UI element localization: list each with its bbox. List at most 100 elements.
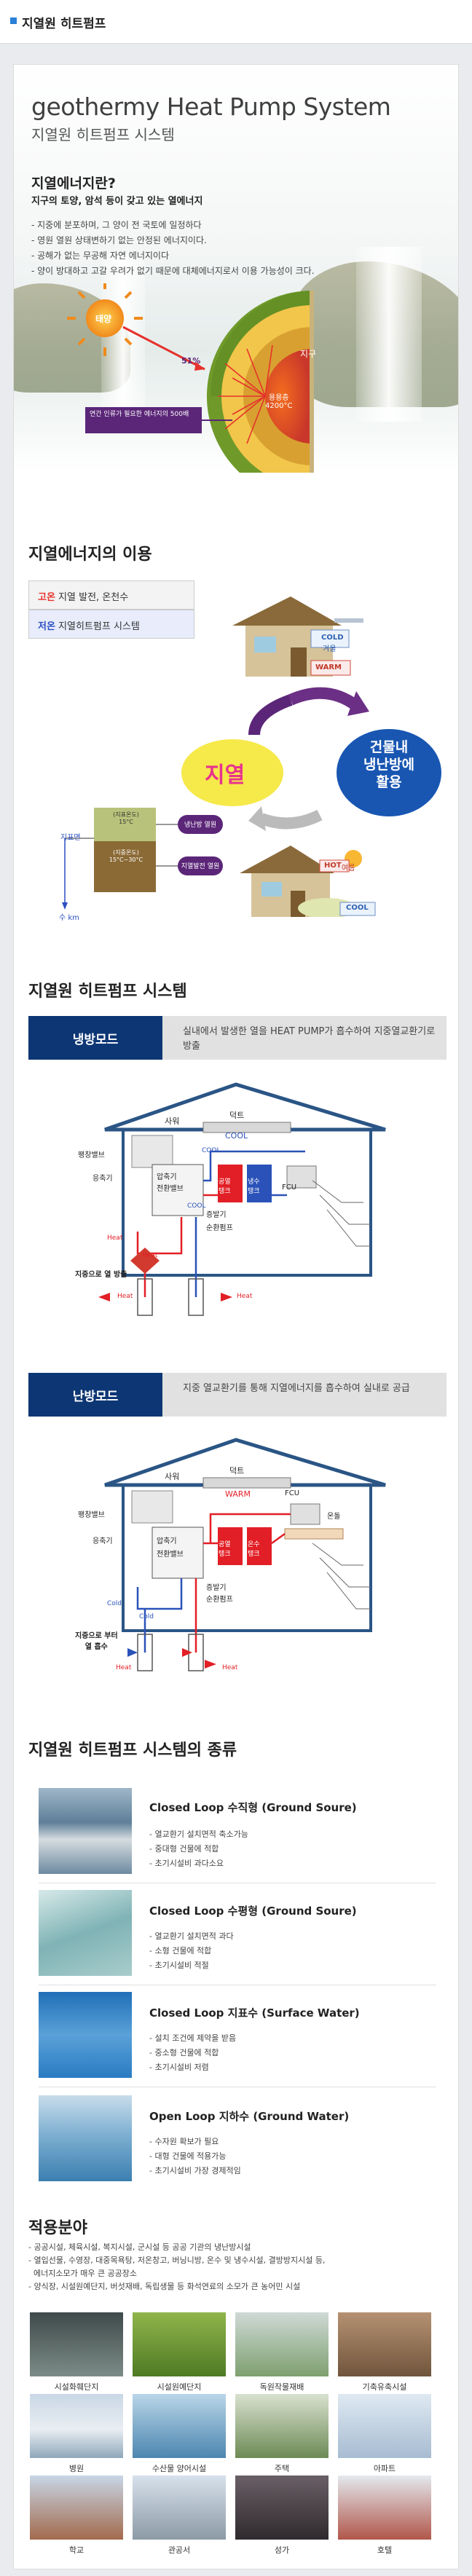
type-bullet: - 열교환기 설치면적 축소가능 bbox=[149, 1829, 248, 1839]
hero-bullet: - 양이 방대하고 고갈 우려가 없기 때문에 대체에너지로서 이용 가능성이 … bbox=[31, 266, 315, 276]
room-label: 사워 bbox=[165, 1116, 180, 1126]
application-caption: 시설화훼단지 bbox=[54, 2382, 99, 2392]
type-title: Closed Loop 수직형 (Ground Soure) bbox=[149, 1801, 357, 1814]
type-bullet: - 대형 건물에 적용가능 bbox=[149, 2151, 227, 2161]
low-temp-label: 저온 bbox=[38, 621, 55, 632]
heat-tank-label: 공열 탱크 bbox=[219, 1541, 231, 1558]
evaporator-label: 증발기 bbox=[206, 1211, 227, 1219]
cool-label: COOL bbox=[187, 1202, 206, 1210]
apply-section-title: 적용분야 bbox=[28, 2219, 87, 2237]
application-photo bbox=[338, 2312, 431, 2376]
power-source-pill: 지열발전 열원 bbox=[181, 863, 220, 870]
heating-mode-label: 난방모드 bbox=[28, 1373, 162, 1417]
system-section-title: 지열원 히트펌프 시스템 bbox=[28, 982, 187, 1001]
use-diagram bbox=[62, 596, 441, 917]
heat-label: Heat bbox=[116, 1664, 132, 1671]
type-title: Closed Loop 수평형 (Ground Soure) bbox=[149, 1905, 357, 1918]
application-photo bbox=[30, 2394, 123, 2458]
core-label: 용용층 4200°C bbox=[265, 394, 293, 410]
application-caption: 성가 bbox=[274, 2545, 290, 2555]
sun-earth-diagram bbox=[67, 283, 314, 473]
application-caption: 기축유축시설 bbox=[362, 2382, 407, 2392]
evaporator-label: 증발기 bbox=[206, 1584, 227, 1592]
surface-water-photo bbox=[39, 1992, 132, 2078]
floor-heating-label: 온돌 bbox=[327, 1513, 341, 1521]
use-row-low: 저온 지열히트펌프 시스템 bbox=[28, 610, 194, 639]
earth-icon bbox=[207, 291, 314, 473]
room-label: 사워 bbox=[165, 1472, 180, 1481]
heat-label: Heat bbox=[117, 1293, 133, 1300]
winter-label: 겨울 bbox=[323, 645, 337, 653]
apply-line: - 양식장, 시설원예단지, 버섯재배, 독립생물 등 화석연료의 소모가 큰 … bbox=[28, 2282, 301, 2291]
ground-water-photo bbox=[39, 2095, 132, 2181]
ground-absorb-label: 지중으로 부터 열 흡수 bbox=[75, 1632, 118, 1651]
warm-label: WARM bbox=[315, 663, 342, 671]
application-caption: 학교 bbox=[68, 2545, 84, 2555]
pump-label: 순환펌프 bbox=[206, 1596, 233, 1604]
page-header: 지열원 히트펌프 bbox=[0, 0, 472, 44]
ground-release-label: 지중으로 열 방출 bbox=[75, 1271, 127, 1279]
cool-label: COOL bbox=[225, 1131, 248, 1141]
application-caption: 호텔 bbox=[377, 2545, 393, 2555]
sun-icon bbox=[67, 283, 143, 356]
application-photo bbox=[338, 2475, 431, 2540]
apply-line: - 열입선물, 수영장, 대중목욕탕, 저온창고, 버닝니방, 온수 및 냉수시… bbox=[28, 2256, 326, 2265]
heat-label: Heat bbox=[237, 1293, 253, 1300]
heat-label: Heat bbox=[142, 1252, 158, 1259]
cooling-system-diagram bbox=[98, 1082, 386, 1316]
geothermal-oval bbox=[181, 739, 283, 806]
application-photo bbox=[133, 2394, 226, 2458]
fcu-label: FCU bbox=[282, 1183, 297, 1192]
type-bullet: - 설치 조건에 제약을 받음 bbox=[149, 2033, 237, 2043]
geothermal-definition: 지구의 토양, 암석 등이 갖고 있는 열에너지 bbox=[31, 196, 203, 207]
surface-temp: (지표온도) 15°C bbox=[113, 811, 139, 825]
hero-subtitle: 지열원 히트펌프 시스템 bbox=[31, 126, 175, 143]
cool-label: COOL bbox=[346, 904, 369, 912]
cold-label: Cold bbox=[139, 1613, 154, 1620]
hot-label: HOT bbox=[324, 862, 342, 870]
surface-label: 지표면 bbox=[60, 834, 81, 842]
cooling-mode-bar: 냉방모드 실내에서 발생한 열을 HEAT PUMP가 흡수하여 지중열교환기로… bbox=[28, 1016, 447, 1060]
percent-label: 51% bbox=[181, 356, 201, 366]
pump-label: 순환펌프 bbox=[206, 1224, 233, 1232]
type-bullet: - 열교환기 설치면적 과다 bbox=[149, 1931, 234, 1941]
use-row-high: 고온 지열 발전, 온천수 bbox=[28, 580, 194, 610]
heating-mode-bar: 난방모드 지중 열교환기를 통해 지열에너지를 흡수하여 실내로 공급 bbox=[28, 1373, 447, 1417]
type-bullet: - 수자원 확보가 필요 bbox=[149, 2137, 219, 2146]
condenser-label: 응축기 bbox=[93, 1175, 113, 1183]
fcu-label: FCU bbox=[285, 1489, 300, 1497]
page-title: 지열원 히트펌프 bbox=[22, 17, 106, 31]
depth-label: 수 km bbox=[59, 914, 79, 922]
high-temp-text: 지열 발전, 온천수 bbox=[55, 592, 129, 603]
content-card: geothermy Heat Pump System 지열원 히트펌프 시스템 … bbox=[13, 64, 459, 2569]
application-photo bbox=[235, 2394, 329, 2458]
use-section-title: 지열에너지의 이용 bbox=[28, 545, 152, 564]
ground-temp: (지중온도) 15°C~30°C bbox=[109, 849, 143, 863]
hot-tank-label: 온수 탱크 bbox=[248, 1541, 260, 1558]
type-bullet: - 중대형 건물에 적합 bbox=[149, 1844, 219, 1854]
hero-bullet: - 공해가 없는 무공해 자연 에너지이다 bbox=[31, 251, 170, 261]
geo-word: 지열 bbox=[205, 763, 245, 788]
cooling-mode-label: 냉방모드 bbox=[28, 1016, 162, 1060]
type-bullet: - 초기시설비 가장 경제적임 bbox=[149, 2166, 241, 2175]
heating-system-diagram bbox=[104, 1438, 386, 1671]
application-photo bbox=[338, 2394, 431, 2458]
type-bullet: - 초기시설비 적절 bbox=[149, 1961, 209, 1970]
expansion-valve-label: 팽창밸브 bbox=[78, 1511, 105, 1519]
switch-valve-label: 전환밸브 bbox=[157, 1185, 184, 1193]
building-use-word: 건물내 냉난방에 활용 bbox=[363, 739, 414, 790]
compressor-label: 압축기 bbox=[157, 1173, 177, 1181]
hero-bullet: - 영원 열원 상태변하기 없는 안정된 에너지이다. bbox=[31, 235, 207, 245]
application-caption: 독원작물재배 bbox=[259, 2382, 304, 2392]
cold-label: COLD bbox=[321, 634, 344, 642]
application-photo bbox=[30, 2475, 123, 2540]
application-photo bbox=[133, 2475, 226, 2540]
application-caption: 병원 bbox=[68, 2464, 84, 2473]
switch-valve-label: 전환밸브 bbox=[157, 1551, 184, 1559]
type-bullet: - 중소형 건물에 적합 bbox=[149, 2048, 219, 2057]
type-title: Open Loop 지하수 (Ground Water) bbox=[149, 2110, 350, 2123]
type-bullet: - 초기시설비 과다소요 bbox=[149, 1859, 224, 1868]
cold-label: Cold bbox=[107, 1600, 122, 1607]
sun-label: 태양 bbox=[95, 314, 112, 324]
heating-mode-desc: 지중 열교환기를 통해 지열에너지를 흡수하여 실내로 공급 bbox=[183, 1383, 410, 1394]
